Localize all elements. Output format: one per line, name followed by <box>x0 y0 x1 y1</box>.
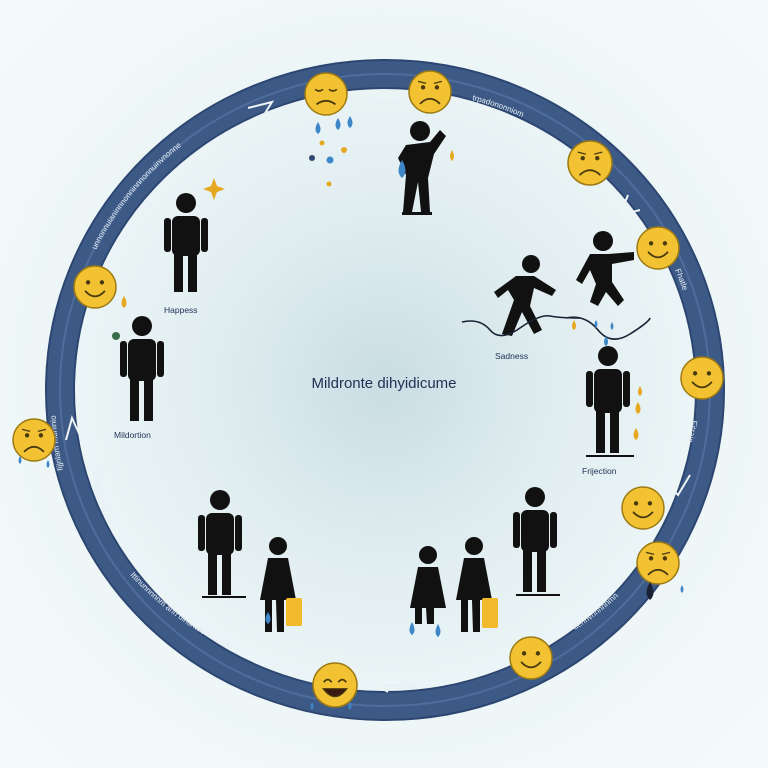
label-mildortion: Mildortion <box>114 430 151 440</box>
ring-arrows <box>65 95 691 693</box>
tear-drop-icon <box>680 585 684 593</box>
stage-labels: Happess Sadness Mildortion Frijection no… <box>114 305 617 691</box>
arrow-icon <box>247 100 275 119</box>
laughing-face-bottom-icon <box>312 662 358 708</box>
person-happess-icon <box>164 193 208 292</box>
mouth-icon <box>321 688 349 698</box>
wave-droplets <box>572 320 642 440</box>
person-bottom-center-woman-icon <box>409 546 446 637</box>
arrow-icon <box>371 681 401 693</box>
happy-face-lower-right-icon <box>621 486 665 530</box>
label-happess: Happess <box>164 305 198 315</box>
happy-face-right-icon <box>636 226 680 270</box>
person-frijection-icon <box>586 346 634 457</box>
tear-drop-icon <box>347 116 353 128</box>
mouth-icon <box>579 169 601 176</box>
tear-drop-icon <box>121 296 127 308</box>
dot-icon <box>319 140 325 146</box>
frowning-face-lower-right-icon <box>636 541 680 585</box>
wave-line-left <box>461 314 581 337</box>
happy-face-upper-left-icon <box>73 265 117 309</box>
wave-lines <box>461 314 651 340</box>
arrow-icon <box>618 194 641 217</box>
label-frijection: Frijection <box>582 466 617 476</box>
mouth-icon <box>84 290 106 298</box>
dot-icon <box>326 181 332 187</box>
person-bottom-center-woman-bag-icon <box>456 537 498 632</box>
crying-face-top-icon <box>304 72 348 116</box>
label-sadness: Sadness <box>495 351 528 361</box>
mouth-icon <box>647 251 669 259</box>
tear-drop-icon <box>46 460 50 468</box>
mouth-icon <box>316 99 336 106</box>
person-sadness-walking-icon <box>494 255 556 336</box>
wave-line-right <box>565 316 651 340</box>
label-noronide: noronide <box>384 681 417 691</box>
person-bottom-right-man-icon <box>513 487 560 596</box>
mouth-icon <box>691 381 713 389</box>
tear-drop-icon <box>18 456 22 464</box>
person-jumping-icon <box>576 231 634 306</box>
mouth-icon <box>632 511 654 519</box>
emoji-layer <box>12 70 724 708</box>
sparkle-icon <box>203 178 225 200</box>
dot-icon <box>326 156 334 164</box>
tear-drop-icon <box>310 702 314 710</box>
tear-drop-icon <box>646 582 654 600</box>
tear-drop-icon <box>348 702 352 710</box>
smiling-face-bottom-right-icon <box>509 636 553 680</box>
tear-drop-icon <box>315 122 321 134</box>
mouth-icon <box>23 445 45 453</box>
sad-face-left-icon <box>12 418 56 462</box>
sad-face-top-icon <box>408 70 452 114</box>
arrow-icon <box>65 415 83 441</box>
dot-icon <box>112 332 120 340</box>
person-bottom-left-woman-icon <box>260 537 302 632</box>
person-bottom-left-man-icon <box>198 490 246 598</box>
tear-drop-icon <box>335 118 341 130</box>
mouth-icon <box>647 568 669 576</box>
smiling-face-right-icon <box>680 356 724 400</box>
center-label: Mildronte dihyidicume <box>311 375 456 392</box>
sad-face-upper-right-icon <box>567 140 613 186</box>
droplets <box>18 116 684 710</box>
person-mildortion-icon <box>120 316 164 421</box>
arrow-icon <box>371 95 399 99</box>
arrow-icon <box>659 474 691 497</box>
figures <box>120 121 634 637</box>
mouth-icon <box>419 97 441 105</box>
dot-icon <box>341 147 347 153</box>
mouth-icon <box>520 661 542 669</box>
dot-icon <box>309 155 315 161</box>
person-walking-top-icon <box>398 121 454 215</box>
